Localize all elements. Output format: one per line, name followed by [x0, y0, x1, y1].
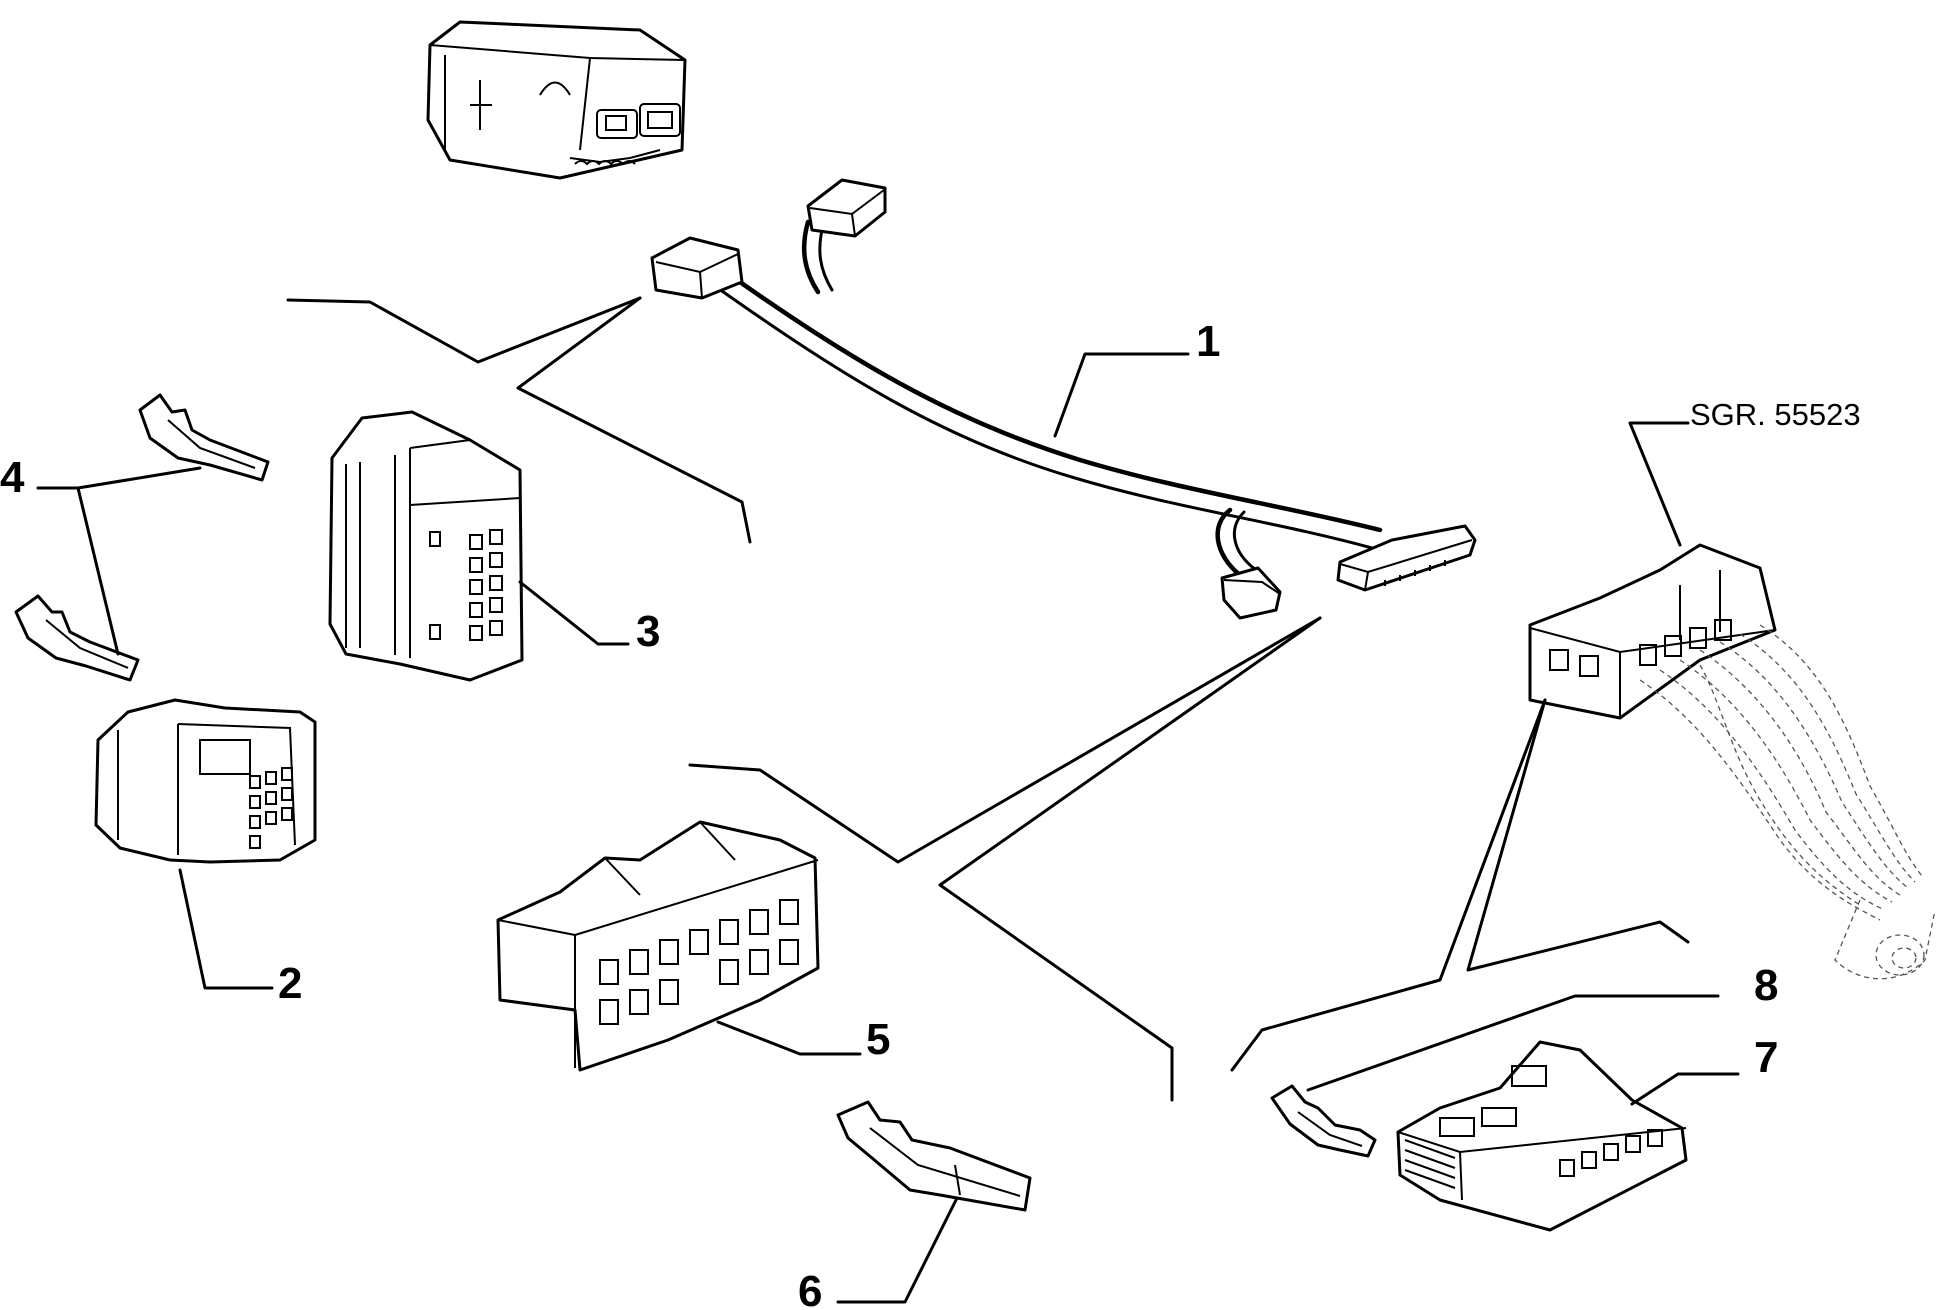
terminal-6-illustration — [836, 1100, 1032, 1212]
terminal-8-illustration — [1270, 1084, 1377, 1158]
leader-3 — [518, 580, 630, 646]
leader-6 — [836, 1198, 958, 1304]
callout-label-6: 6 — [798, 1267, 822, 1310]
terminal-4-upper-illustration — [138, 393, 270, 482]
group-bracket-right-arm — [1466, 698, 1690, 972]
connector-5-illustration — [496, 820, 820, 1072]
callout-label-8: 8 — [1754, 961, 1778, 1010]
connector-3-illustration — [328, 410, 524, 682]
callout-label-5: 5 — [866, 1015, 890, 1064]
group-bracket-center-arm — [938, 616, 1322, 1102]
reference-connector-illustration — [1528, 543, 1936, 980]
terminal-4-lower-illustration — [14, 594, 140, 682]
callout-label-1: 1 — [1196, 317, 1220, 366]
callout-label-4: 4 — [0, 453, 25, 502]
leader-8 — [1306, 994, 1720, 1092]
leader-4-upper — [76, 466, 202, 490]
callout-label-3: 3 — [636, 607, 660, 656]
leader-2 — [178, 868, 274, 990]
leader-5 — [716, 1020, 862, 1056]
connector-7-illustration — [1396, 1040, 1688, 1232]
wiring-harness-illustration — [650, 178, 1477, 620]
callout-label-2: 2 — [278, 959, 302, 1008]
leader-reference-code — [1628, 421, 1690, 547]
leader-7 — [1630, 1072, 1740, 1106]
group-bracket-upper-left — [286, 296, 642, 364]
group-bracket-upper-left-arm — [516, 296, 752, 544]
group-bracket-center — [688, 616, 1322, 864]
leader-1 — [1053, 352, 1190, 438]
callout-label-7: 7 — [1754, 1033, 1778, 1082]
connector-2-illustration — [94, 698, 317, 864]
leader-4-lower — [76, 486, 120, 656]
group-bracket-right — [1230, 698, 1547, 1072]
leader-lines — [36, 296, 1740, 1304]
reference-code-label: SGR. 55523 — [1690, 397, 1861, 432]
control-unit-illustration — [426, 20, 687, 180]
